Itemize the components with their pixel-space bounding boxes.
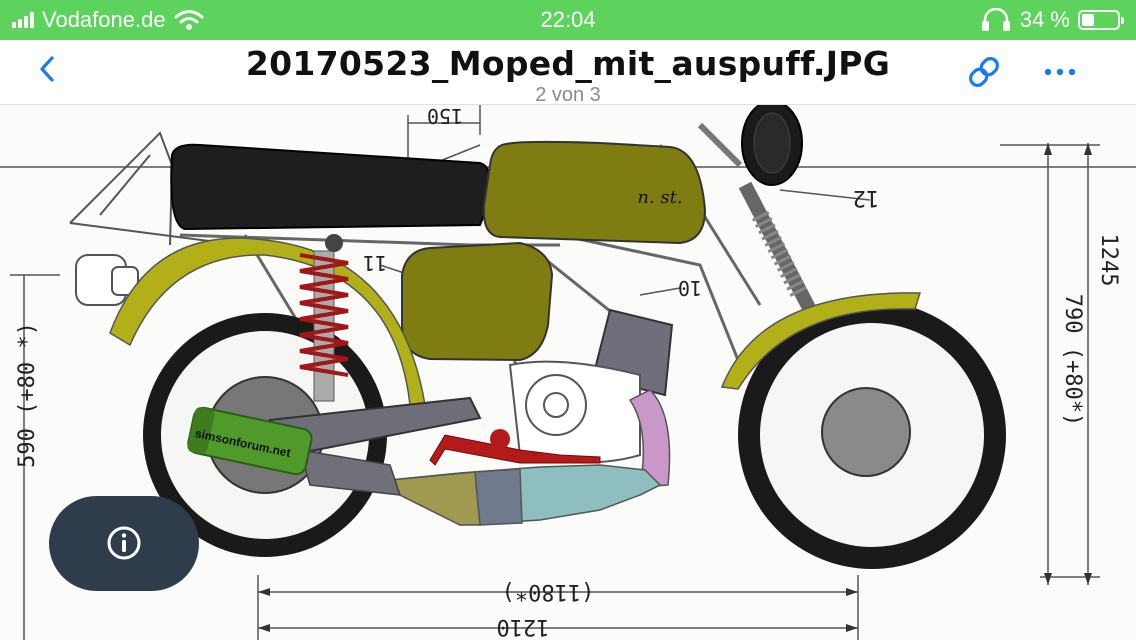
brake-pedal xyxy=(490,429,510,449)
dim-left-label: 590 (+80 *) xyxy=(15,322,40,468)
link-icon xyxy=(969,57,999,87)
callout-11: 11 xyxy=(363,251,387,275)
battery-fill xyxy=(1082,14,1094,26)
back-button[interactable] xyxy=(34,52,64,86)
battery-percent: 34 % xyxy=(1019,7,1070,32)
front-wheel xyxy=(738,301,1006,569)
nav-bar: 20170523_Moped_mit_auspuff.JPG 2 von 3 xyxy=(0,40,1136,106)
status-bar: Vodafone.de 22:04 34 % xyxy=(0,0,1136,40)
battery-icon xyxy=(1078,10,1124,30)
tail-light xyxy=(75,254,139,306)
dim-top-label: 150 xyxy=(427,105,463,128)
carrier-label: Vodafone.de xyxy=(42,7,166,32)
fuel-tank xyxy=(482,140,707,245)
brake-lever xyxy=(429,434,601,466)
page-title: 20170523_Moped_mit_auspuff.JPG xyxy=(245,44,891,83)
dim-right-inner-label: 790 (+80*) xyxy=(1060,294,1085,426)
chevron-left-icon xyxy=(40,56,54,82)
signal-icon xyxy=(12,12,34,28)
share-link-button[interactable] xyxy=(965,53,1003,91)
status-left: Vodafone.de xyxy=(12,7,204,32)
rear-shock xyxy=(299,234,349,402)
muffler xyxy=(187,406,313,476)
wifi-icon xyxy=(174,10,204,30)
dim-right-outer-label: 1245 xyxy=(1096,234,1121,287)
more-button[interactable] xyxy=(1040,60,1082,84)
engine xyxy=(508,360,641,464)
clock: 22:04 xyxy=(540,7,596,32)
info-icon xyxy=(107,526,141,560)
tank-lettering: n. st. xyxy=(637,187,682,208)
image-viewer[interactable]: 150 590 (+80 *) 790 (+80*) 1245 (1180*) … xyxy=(0,105,1136,640)
front-fender xyxy=(720,292,922,390)
status-right: 34 % xyxy=(980,7,1124,32)
dim-bottom-outer-label: 1210 xyxy=(497,614,550,639)
exhaust xyxy=(298,389,671,526)
headphones-icon xyxy=(981,8,1010,31)
seat xyxy=(170,143,492,231)
page-counter: 2 von 3 xyxy=(535,84,601,106)
info-button[interactable] xyxy=(49,496,199,591)
dim-bottom-inner-label: (1180*) xyxy=(502,579,595,604)
side-cover xyxy=(401,241,554,362)
callout-12: 12 xyxy=(853,185,880,210)
callout-10: 10 xyxy=(678,276,702,300)
moped-drawing: 150 590 (+80 *) 790 (+80*) 1245 (1180*) … xyxy=(0,105,1136,640)
headlight xyxy=(741,105,803,186)
ellipsis-icon xyxy=(1044,68,1076,76)
